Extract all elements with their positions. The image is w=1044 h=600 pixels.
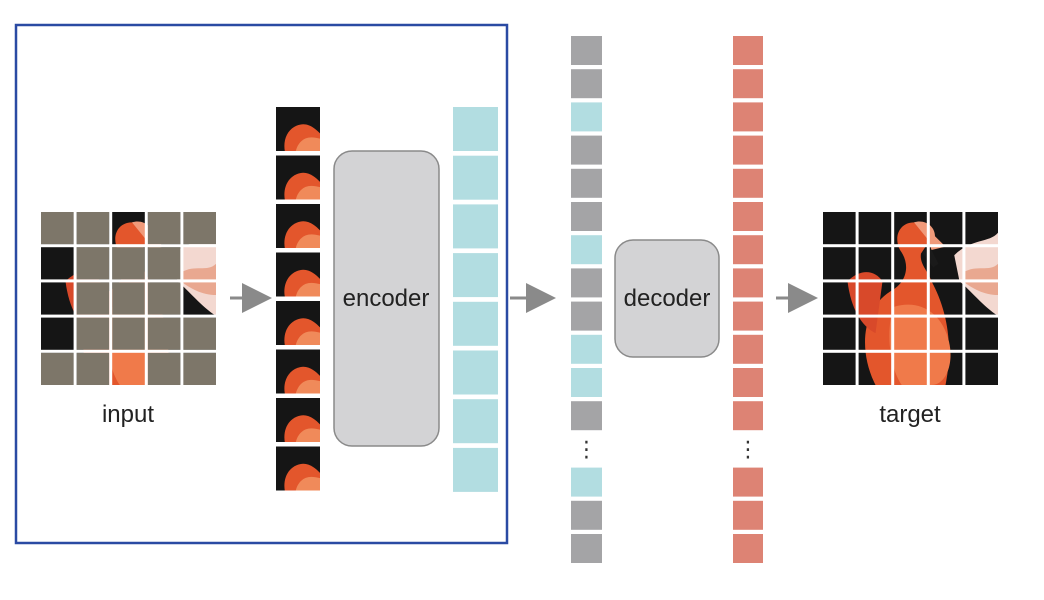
mask-token (571, 69, 602, 99)
visible-patches-column (276, 107, 320, 491)
encoded-token (453, 155, 498, 200)
visible-token (571, 334, 602, 364)
visible-token (571, 235, 602, 265)
target-grid-line (823, 314, 998, 318)
input-masked-patch (41, 212, 74, 245)
visible-patch (276, 107, 320, 151)
input-label: input (102, 401, 154, 428)
visible-patch (276, 155, 320, 200)
encoder-block (333, 150, 440, 447)
mask-token (571, 401, 602, 431)
encoder-stage-frame (14, 23, 509, 545)
visible-patch (276, 446, 320, 491)
input-masked-patch (41, 352, 74, 385)
input-masked-patch (76, 317, 110, 350)
input-grid-line (41, 349, 216, 353)
mask-token (571, 268, 602, 298)
input-grid-line (41, 244, 216, 248)
encoded-token (453, 350, 498, 395)
input-masked-patch (76, 212, 110, 245)
input-masked-patch (183, 317, 216, 350)
encoded-token (453, 447, 498, 492)
target-grid-line (855, 212, 859, 385)
visible-patch (276, 349, 320, 394)
reconstructed-token (733, 500, 763, 530)
target-grid-line (823, 244, 998, 248)
target-label: target (879, 401, 941, 428)
encoded-token (453, 204, 498, 249)
input-masked-patch (147, 212, 181, 245)
decoder-label: decoder (624, 285, 711, 312)
reconstructed-token (733, 467, 763, 497)
input-masked-patch (147, 352, 181, 385)
reconstructed-token (733, 102, 763, 132)
decoder-block (614, 239, 720, 358)
input-masked-patch (183, 352, 216, 385)
input-masked-patch (76, 282, 110, 315)
input-image-grid (41, 212, 216, 385)
reconstructed-token (733, 69, 763, 99)
input-masked-patch (76, 247, 110, 280)
mask-token (571, 301, 602, 331)
reconstructed-token (733, 301, 763, 331)
reconstructed-token (733, 168, 763, 198)
input-masked-patch (112, 282, 145, 315)
visible-patch (276, 252, 320, 297)
reconstructed-token (733, 36, 763, 65)
target-grid-line (891, 212, 895, 385)
input-masked-patch (183, 212, 216, 245)
visible-patch (276, 398, 320, 442)
target-grid-line (962, 212, 966, 385)
input-masked-patch (147, 247, 181, 280)
input-grid-line (73, 212, 77, 385)
reconstructed-token (733, 401, 763, 431)
reconstructed-token (733, 202, 763, 231)
visible-token (571, 467, 602, 497)
mask-token (571, 202, 602, 231)
ellipsis: ⋮ (576, 437, 598, 462)
reconstructed-token (733, 268, 763, 298)
input-masked-patch (112, 247, 145, 280)
encoded-token (453, 301, 498, 346)
encoder-label: encoder (343, 285, 430, 312)
reconstructed-token (733, 334, 763, 364)
input-grid-line (109, 212, 113, 385)
reconstructed-token (733, 235, 763, 265)
encoded-token (453, 107, 498, 151)
decoder-output-tokens: ⋮ (733, 36, 763, 563)
encoder-output-tokens (453, 107, 498, 492)
encoded-token (453, 399, 498, 444)
input-masked-patch (147, 317, 181, 350)
reconstructed-token (733, 368, 763, 397)
mask-token (571, 168, 602, 198)
encoded-token (453, 253, 498, 298)
mask-token (571, 36, 602, 65)
ellipsis: ⋮ (737, 437, 759, 462)
input-grid-line (144, 212, 148, 385)
decoder-input-tokens: ⋮ (571, 36, 602, 563)
target-image (823, 212, 998, 385)
mask-token (571, 135, 602, 165)
visible-token (571, 102, 602, 132)
target-grid-line (823, 279, 998, 283)
reconstructed-token (733, 135, 763, 165)
input-masked-patch (147, 282, 181, 315)
input-grid-line (41, 279, 216, 283)
visible-token (571, 368, 602, 397)
reconstructed-token (733, 534, 763, 563)
visible-patch (276, 301, 320, 345)
input-grid-line (180, 212, 184, 385)
target-image-grid (823, 212, 998, 385)
visible-patch (276, 204, 320, 248)
target-grid-line (926, 212, 930, 385)
input-grid-line (41, 314, 216, 318)
input-masked-patch (112, 317, 145, 350)
target-grid-line (823, 349, 998, 353)
mask-token (571, 500, 602, 530)
input-masked-patch (76, 352, 110, 385)
mask-token (571, 534, 602, 563)
